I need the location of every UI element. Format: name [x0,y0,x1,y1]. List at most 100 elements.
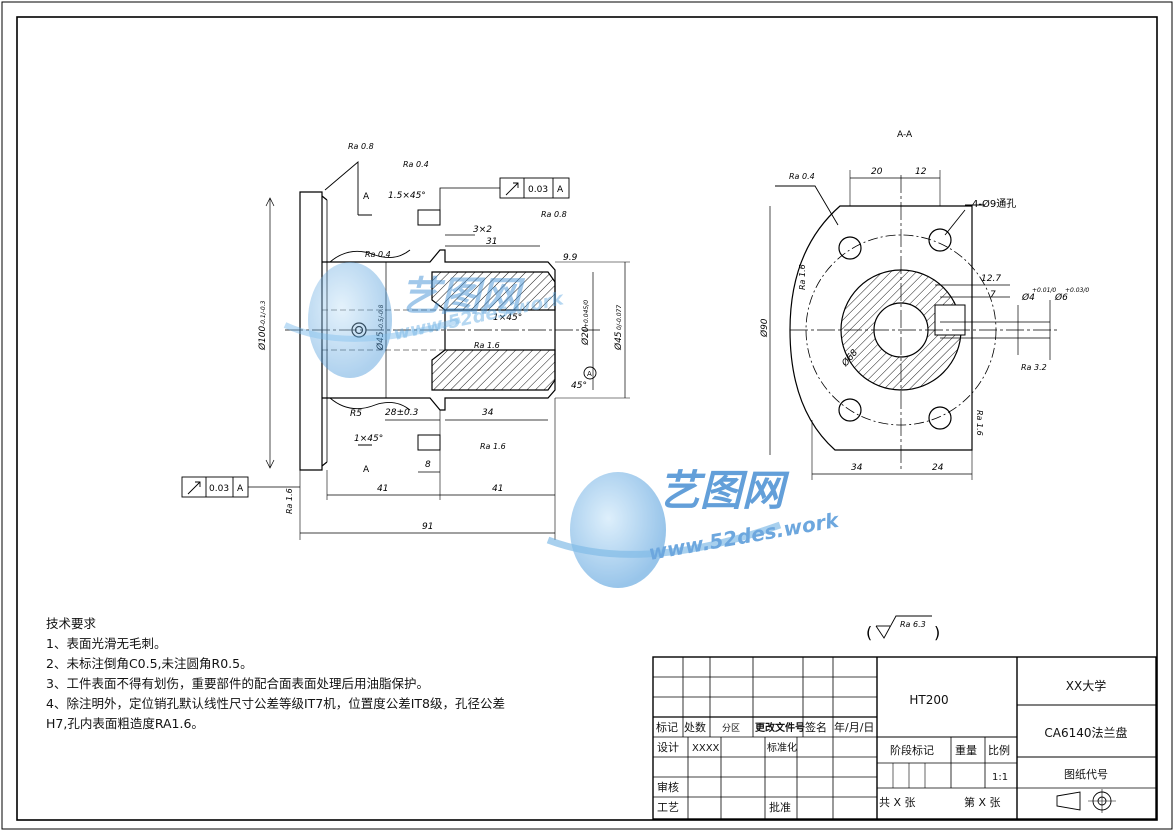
groove-dim: 3×2 [473,225,492,235]
length-dim-8: 8 [425,460,431,470]
tb-process-label: 工艺 [657,801,679,814]
tb-stage-label: 阶段标记 [890,743,934,757]
tb-total-sheets: 共 X 张 [879,796,916,809]
watermark-brand: 艺图网 [400,274,526,320]
cone-icon [1056,791,1081,811]
watermark: 艺图网 www.52des.work 艺图网 www.52des.work [283,262,842,588]
right-view-labels: A-A Ra 0.4 Ra 1.6 Ra 3.2 Ra 1.6 20 12 4-… [759,130,1089,473]
tb-material: HT200 [909,693,948,707]
section-title: A-A [897,130,913,140]
tb-header-count: 处数 [684,721,706,734]
roughness-label: Ra 0.4 [403,160,429,169]
runout-icon [505,182,519,196]
tb-design-label: 设计 [657,741,679,754]
roughness-label: Ra 1.6 [285,488,294,514]
width-dim-24: 24 [932,463,944,473]
tech-note-item: 3、工件表面不得有划伤，重要部件的配合面表面处理后用油脂保护。 [46,676,429,691]
chamfer-dim-bottom: 1×45° [354,434,383,444]
chamfer-dim-top: 1.5×45° [388,191,426,201]
tb-scale-value: 1:1 [992,772,1008,783]
roughness-label: Ra 1.6 [975,410,984,436]
section-mark-bottom: A [363,465,370,475]
radius-dim: R5 [350,409,362,419]
fcf-top-datum: A [557,185,564,195]
width-dim-20: 20 [871,167,883,177]
length-dim-31: 31 [486,237,497,247]
tb-review-label: 审核 [657,780,679,794]
tech-note-item: 1、表面光滑无毛刺。 [46,636,167,651]
length-dim-41a: 41 [377,484,388,494]
fcf-left-datum: A [237,484,244,494]
tb-header-date: 年/月/日 [834,720,874,734]
tb-standardize-label: 标准化 [767,741,797,754]
dia-dim-90: Ø90 [759,318,770,338]
dia-dim-20-tol: +0.045/0 [583,300,590,328]
fcf-left-value: 0.03 [209,484,229,494]
length-dim-28: 28±0.3 [385,408,419,418]
tb-header-zone: 分区 [722,723,740,734]
dim-12-7: 12.7 [981,274,1001,284]
roughness-label: Ra 1.6 [798,264,807,290]
tech-note-item: H7,孔内表面粗造度RA1.6。 [46,716,204,731]
fcf-top: 0.03 A [499,177,570,199]
length-dim-91: 91 [422,522,433,532]
title-block-text: 标记 处数 分区 更改文件号 签名 年/月/日 设计 XXXX 标准化 审核 工… [656,678,1128,814]
roughness-label: Ra 0.4 [789,172,815,181]
left-section-view [248,161,630,540]
chamfer-dim-inner: 1×45° [493,313,522,323]
roughness-label: Ra 3.2 [1021,363,1047,372]
fcf-top-value: 0.03 [528,185,548,195]
tech-note-item: 2、未标注倒角C0.5,未注圆角R0.5。 [46,656,253,671]
tb-header-change-doc: 更改文件号 [755,721,805,734]
title-block [652,656,1157,820]
length-dim-41b: 41 [492,484,503,494]
dim-7: 7 [990,290,996,300]
right-section-view [769,170,1060,480]
tb-scale-label: 比例 [988,743,1010,757]
watermark-url: www.52des.work [647,508,842,565]
tech-notes: 技术要求 1、表面光滑无毛刺。 2、未标注倒角C0.5,未注圆角R0.5。 3、… [46,614,505,734]
tb-sheet-no: 第 X 张 [964,795,1001,809]
inner-frame [16,16,1158,821]
holes-callout: 4-Ø9通孔 [972,198,1016,210]
tb-drawing-no-label: 图纸代号 [1064,768,1108,781]
dia-dim-20: Ø20 [580,326,591,346]
globe-icon [570,472,666,588]
globe-icon [308,262,392,378]
tech-notes-heading: 技术要求 [46,616,97,631]
length-dim-9-9: 9.9 [563,253,578,263]
tb-weight-label: 重量 [955,743,977,757]
tb-header-mark: 标记 [656,720,678,734]
dia-dim-100: Ø100 [257,325,268,351]
dia-dim-45-right-tol: 0/-0.077 [616,305,623,330]
svg-text:): ) [934,623,940,642]
dia-dim-6: Ø6 [1054,292,1068,303]
dia-dim-45-right: Ø45 [613,331,624,351]
roughness-label: Ra 1.6 [480,442,506,451]
watermark-brand: 艺图网 [658,466,790,515]
length-dim-34: 34 [482,408,494,418]
roughness-label: Ra 0.8 [541,210,567,219]
tb-design-value: XXXX [692,743,720,754]
general-roughness-symbol: ( Ra 6.3 ) [866,615,940,642]
dia-dim-6-tol: +0.03/0 [1065,287,1089,294]
roughness-label: Ra 0.4 [365,250,391,259]
tb-school: XX大学 [1066,678,1106,693]
width-dim-12: 12 [915,167,927,177]
runout-icon [187,481,201,495]
width-dim-34: 34 [851,463,863,473]
angle-dim: 45° [571,381,587,391]
dia-dim-100-tol: -0.1/-0.3 [260,300,267,326]
datum-label: A [587,370,592,378]
section-mark-top: A [363,192,370,202]
roughness-label: Ra 0.8 [348,142,374,151]
dia-dim-4-tol: +0.01/0 [1032,287,1056,294]
tech-note-item: 4、除注明外，定位销孔默认线性尺寸公差等级IT7机，位置度公差IT8级，孔径公差 [46,696,506,711]
general-roughness-value: Ra 6.3 [900,620,926,629]
tb-approve-label: 批准 [769,800,791,814]
svg-text:(: ( [866,623,872,642]
tb-header-sign: 签名 [805,720,827,734]
tb-part-name: CA6140法兰盘 [1044,725,1127,740]
